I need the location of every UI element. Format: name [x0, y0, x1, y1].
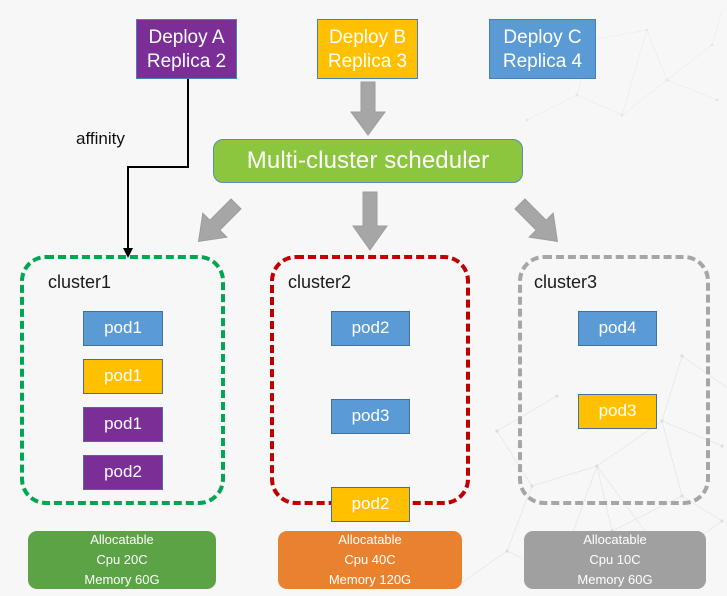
multi-cluster-scheduler-box[interactable]: Multi-cluster scheduler	[213, 139, 523, 183]
cluster-label-cluster1: cluster1	[48, 272, 112, 292]
affinity-connector-segment-vertical-bottom	[127, 166, 129, 249]
arrow-scheduler-to-cluster2-icon	[352, 191, 388, 251]
pod-box[interactable]: pod4	[578, 311, 657, 346]
arrow-scheduler-to-cluster1-icon	[197, 198, 242, 243]
cluster-box-cluster1[interactable]	[20, 255, 225, 505]
affinity-connector-segment-horizontal	[127, 166, 189, 168]
deployment-replica: Replica 4	[502, 50, 583, 72]
allocatable-cpu: Cpu 10C	[589, 551, 641, 567]
pod-box[interactable]: pod3	[578, 394, 657, 429]
allocatable-title: Allocatable	[90, 531, 154, 547]
cluster-box-cluster3[interactable]	[518, 255, 710, 505]
deployment-title: Deploy C	[503, 27, 582, 49]
allocatable-memory: Memory 60G	[577, 572, 653, 588]
cluster-label-cluster3: cluster3	[534, 272, 598, 292]
affinity-label: affinity	[76, 129, 125, 148]
allocatable-cpu: Cpu 20C	[96, 551, 148, 567]
deployment-title: Deploy B	[328, 27, 407, 49]
pod-box[interactable]: pod3	[331, 399, 410, 434]
allocatable-title: Allocatable	[338, 531, 402, 547]
deployment-replica: Replica 2	[146, 50, 227, 72]
scheduler-label: Multi-cluster scheduler	[246, 147, 490, 175]
arrow-scheduler-to-cluster3-icon	[514, 198, 559, 243]
allocatable-memory: Memory 120G	[328, 572, 412, 588]
deployment-box-deploy-b[interactable]: Deploy B Replica 3	[317, 19, 418, 79]
cluster-label-cluster2: cluster2	[288, 272, 352, 292]
pod-box[interactable]: pod2	[331, 487, 410, 522]
pod-box[interactable]: pod2	[331, 311, 410, 346]
deployment-replica: Replica 3	[327, 50, 408, 72]
deployment-box-deploy-a[interactable]: Deploy A Replica 2	[136, 19, 237, 79]
pod-box[interactable]: pod2	[83, 455, 163, 490]
affinity-connector-segment-vertical-top	[187, 79, 189, 166]
pod-box[interactable]: pod1	[83, 311, 163, 346]
pod-box[interactable]: pod1	[83, 407, 163, 442]
allocatable-memory: Memory 60G	[84, 572, 160, 588]
affinity-arrowhead-icon	[123, 248, 133, 258]
pod-box[interactable]: pod1	[83, 359, 163, 394]
deployment-title: Deploy A	[148, 27, 225, 49]
allocatable-cpu: Cpu 40C	[344, 551, 396, 567]
arrow-deploy-b-to-scheduler-icon	[350, 81, 386, 136]
allocatable-title: Allocatable	[583, 531, 647, 547]
deployment-box-deploy-c[interactable]: Deploy C Replica 4	[489, 19, 596, 79]
